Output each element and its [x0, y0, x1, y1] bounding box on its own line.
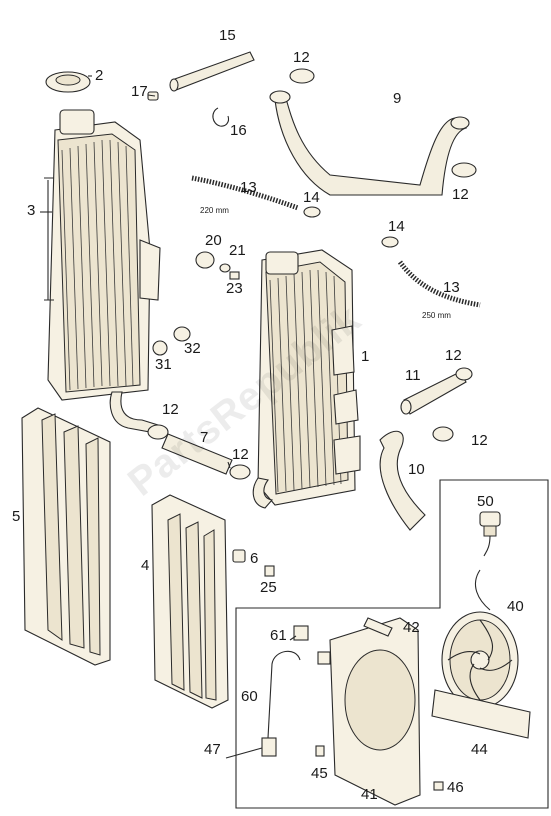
callout-9: 9 [393, 90, 402, 107]
callout-45: 45 [311, 765, 328, 782]
screw-45 [315, 745, 325, 757]
screw-23 [229, 271, 240, 280]
switch-50 [479, 511, 501, 557]
callout-13-right: 13 [443, 279, 460, 296]
screw-46 [433, 781, 444, 791]
callout-12-hose11: 12 [445, 347, 462, 364]
clamp-12-hose11 [455, 367, 473, 381]
shroud-left [21, 407, 111, 666]
o-ring-31 [152, 340, 168, 356]
connector-47 [261, 737, 277, 757]
clamp-12-lower [432, 426, 454, 442]
clamp-12-hose7-right [229, 464, 251, 480]
dimension-220mm: 220 mm [200, 206, 229, 215]
callout-15: 15 [219, 27, 236, 44]
callout-21: 21 [229, 242, 246, 259]
callout-60: 60 [241, 688, 258, 705]
callout-3: 3 [27, 202, 36, 219]
callout-46: 46 [447, 779, 464, 796]
hose-15 [171, 51, 255, 91]
clamp-14-left [303, 206, 321, 218]
hose-13-left [191, 175, 299, 211]
grommet-20 [195, 251, 215, 269]
screw-25 [264, 565, 275, 577]
callout-41: 41 [361, 786, 378, 803]
connector-61 [293, 625, 309, 641]
hose-13-right [397, 260, 481, 308]
hose-10 [379, 430, 426, 531]
nut-6 [232, 549, 246, 563]
callout-14-right: 14 [388, 218, 405, 235]
callout-12-right: 12 [452, 186, 469, 203]
callout-12-lower: 12 [471, 432, 488, 449]
cable-60 [267, 650, 301, 739]
left-radiator [44, 71, 161, 433]
callout-11: 11 [405, 367, 421, 384]
fan-40 [441, 569, 519, 709]
callout-4: 4 [141, 557, 150, 574]
callout-14-left: 14 [303, 189, 320, 206]
callout-50: 50 [477, 493, 494, 510]
callout-44: 44 [471, 741, 488, 758]
leader-lines [40, 75, 297, 759]
callout-6: 6 [250, 550, 259, 567]
hose-7 [161, 433, 233, 475]
callout-10: 10 [408, 461, 425, 478]
callout-42: 42 [403, 619, 420, 636]
clip-16 [212, 107, 230, 127]
fan-kit-outline [235, 479, 549, 809]
callout-32: 32 [184, 340, 201, 357]
clamp-12-hose7-left [147, 424, 169, 440]
callout-31: 31 [155, 356, 172, 373]
callout-12-left: 12 [162, 401, 179, 418]
callout-47: 47 [204, 741, 221, 758]
clamp-12-top [289, 68, 315, 84]
dimension-250mm: 250 mm [422, 311, 451, 320]
callout-25: 25 [260, 579, 277, 596]
callout-20: 20 [205, 232, 222, 249]
clamp-14-right [381, 236, 399, 248]
clamp-12-right [451, 162, 477, 178]
plate-44 [431, 689, 531, 739]
washer-21 [219, 263, 231, 273]
shroud-center [151, 494, 229, 709]
callout-40: 40 [507, 598, 524, 615]
callout-16: 16 [230, 122, 247, 139]
callout-5: 5 [12, 508, 21, 525]
callout-13-left: 13 [240, 179, 257, 196]
right-radiator [252, 249, 361, 509]
plug-32 [173, 326, 191, 342]
hose-9 [274, 94, 468, 196]
callout-23: 23 [226, 280, 243, 297]
callout-17: 17 [131, 83, 148, 100]
strip-42 [363, 617, 393, 637]
callout-12-center: 12 [232, 446, 249, 463]
callout-2: 2 [95, 67, 104, 84]
callout-61: 61 [270, 627, 287, 644]
callout-12-top: 12 [293, 49, 310, 66]
callout-1: 1 [361, 348, 370, 365]
callout-7: 7 [200, 429, 209, 446]
